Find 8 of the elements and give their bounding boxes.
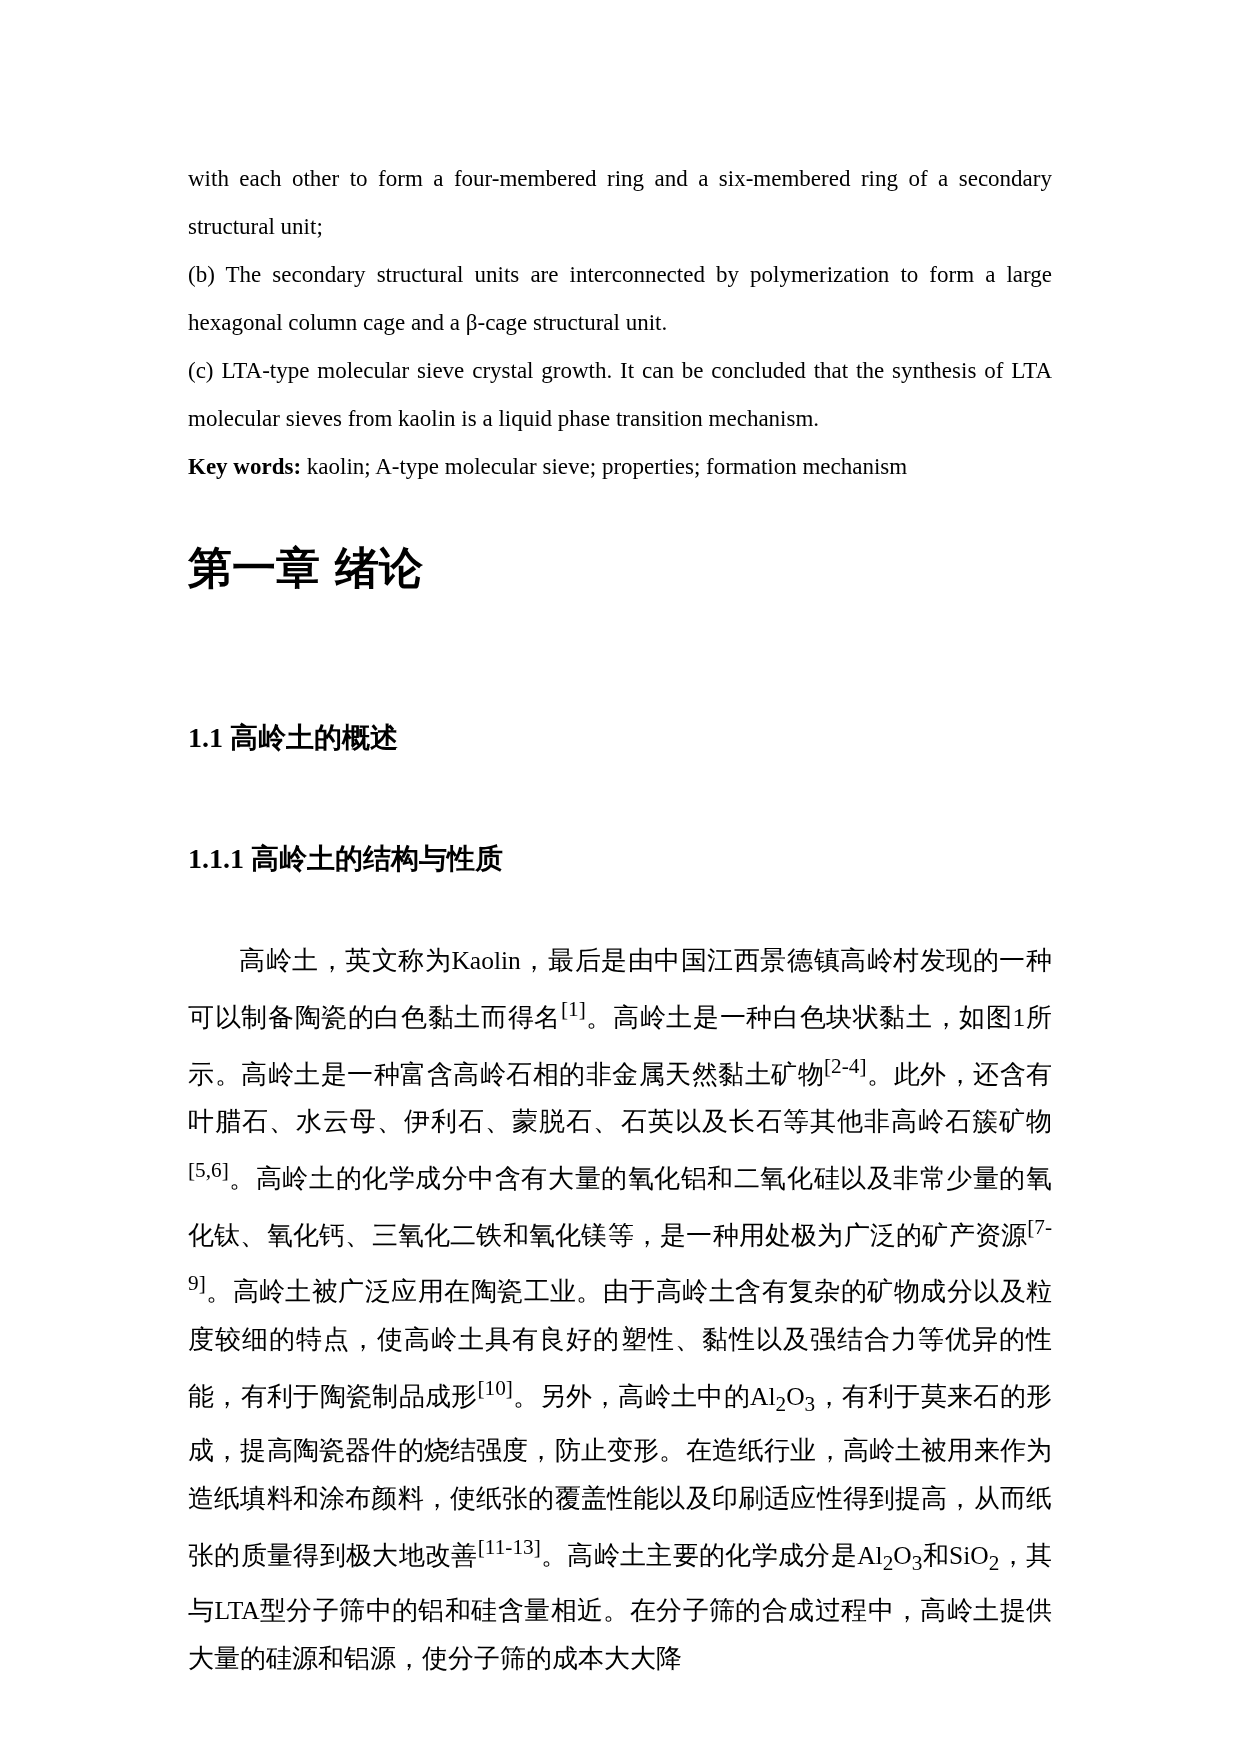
paragraph: with each other to form a four-membered ring and a six-membered ring of a secondary structural unit;: [188, 165, 1052, 241]
keywords-line: Key words: kaolin; A-type molecular sieve; properties; formation mechanism: [188, 453, 909, 481]
paragraph: (c) LTA-type molecular sieve crystal growth. It can be concluded that the synthesis of LTA molecular sieves from kaolin is a liquid phase transition mechanism.: [188, 357, 1052, 433]
paragraph: (b) The secondary structural units are interconnected by polymerization to form a large hexagonal column cage and a β-cage structural unit.: [188, 261, 1052, 337]
chapter-heading: 第一章 绪论: [188, 541, 425, 595]
paragraph: 高岭土，英文称为Kaolin，最后是由中国江西景德镇高岭村发现的一种可以制备陶瓷的白色黏土而得名$^{[1]}$。高岭土是一种白色块状黏土，如图1所示。高岭土是一种富含高岭石相的非金属天然黏土矿物$^{[2-4]}$。此外，还含有叶腊石、水云母、伊利石、蒙脱石、石英以及长石等其他非高岭石簇矿物$^{[5,6]}$。高岭土的化学成分中含有大量的氧化铝和二氧化硅以及非常少量的氧化钛、氧化钙、三氧化二铁和氧化镁等，是一种用处极为广泛的矿产资源$^{[7-}$$^{9]}$。高岭土被广泛应用在陶瓷工业。由于高岭土含有复杂的矿物成分以及粒度较细的特点，使高岭土具有良好的塑性、黏性以及强结合力等优异的性能，有利于陶瓷制品成形$^{[10]}$。另外，高岭土中的Al$_{2}$O$_{3}$，有利于莫来石的形成，提高陶瓷器件的烧结强度，防止变形。在造纸行业，高岭土被用来作为造纸填料和涂布颜料，使纸张的覆盖性能以及印刷适应性得到提高，从而纸张的质量得到极大地改善$^{[11-13]}$。高岭土主要的化学成分是Al$_{2}$O$_{3}$和SiO$_{2}$，其与LTA型分子筛中的铝和硅含量相近。在分子筛的合成过程中，高岭土提供大量的硅源和铝源，使分子筛的成本大大降: [188, 945, 1052, 1675]
section-heading: 1.1 高岭土的概述: [188, 721, 399, 755]
subsection-heading: 1.1.1 高岭土的结构与性质: [188, 842, 504, 876]
